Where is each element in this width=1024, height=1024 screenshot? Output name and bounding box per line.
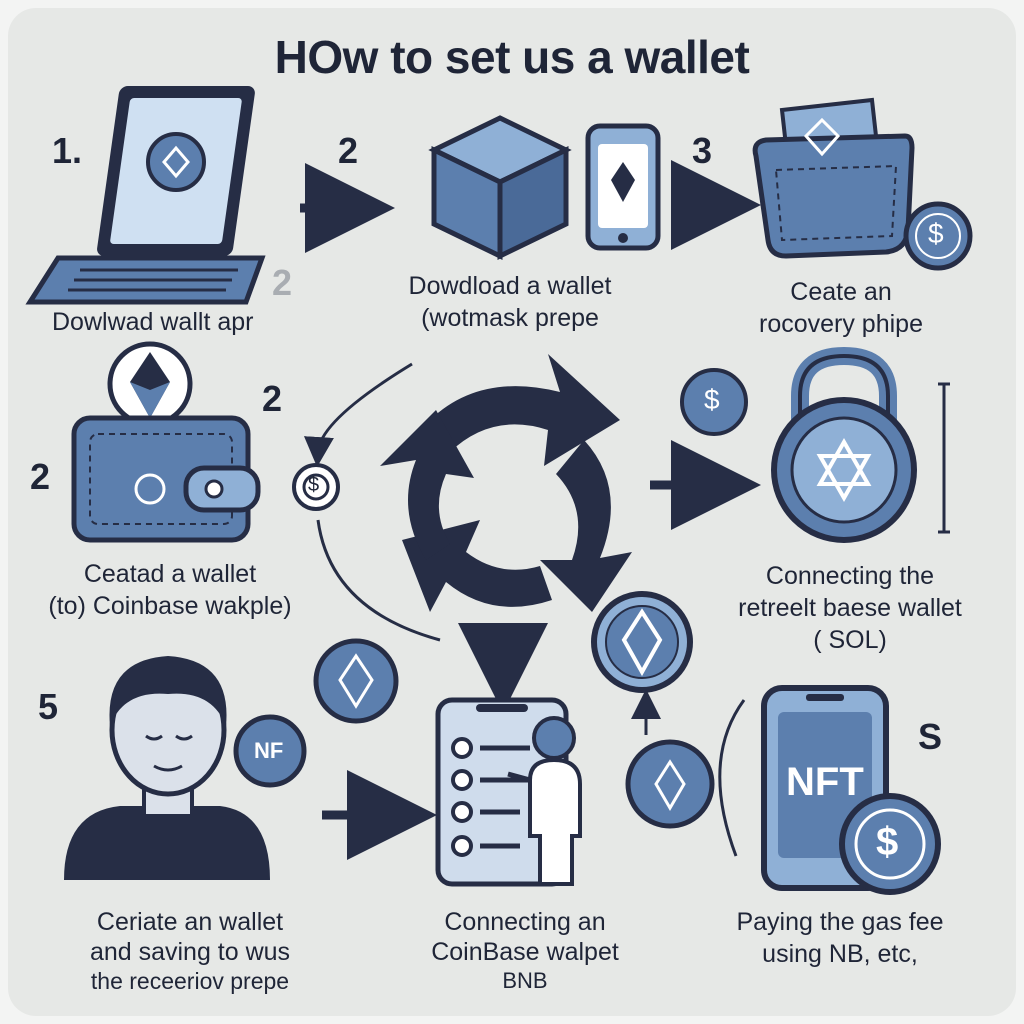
phone-icon xyxy=(585,123,661,251)
person-icon xyxy=(64,656,270,880)
step-number-5: 5 xyxy=(38,686,59,727)
caption-step-7-line1: Ceriate an wallet xyxy=(96,908,284,936)
caption-step-2-line1: Dowdload a wallet xyxy=(408,272,612,300)
caption-step-7-line3: the receeriov prepe xyxy=(90,968,290,994)
nf-coin-icon xyxy=(233,714,307,788)
small-coin-label: $ xyxy=(308,474,320,496)
caption-step-1: Dowlwad wallt apr xyxy=(52,308,254,336)
coin-dollar-label: $ xyxy=(704,384,720,415)
caption-step-6-line1: Connecting the xyxy=(765,562,935,590)
refresh-cycle-icon xyxy=(380,354,632,612)
ethereum-coin-icon xyxy=(107,341,193,427)
wallet-icon xyxy=(71,415,261,543)
dollar-coin-icon xyxy=(680,368,748,436)
dollar-coin-icon xyxy=(839,793,941,895)
caption-step-8-line3: BNB xyxy=(502,968,548,993)
checklist-phone-icon xyxy=(435,697,582,887)
step-number-s: S xyxy=(918,716,943,757)
caption-step-7-line2: and saving to wus xyxy=(89,938,291,966)
caption-step-3-line2: rocovery phipe xyxy=(759,310,923,338)
coin-dollar-label: $ xyxy=(876,820,899,864)
wallet-icon xyxy=(752,97,915,259)
ethereum-coin-icon xyxy=(591,591,693,693)
caption-step-9-line1: Paying the gas fee xyxy=(736,908,944,936)
step-number-1: 1. xyxy=(52,130,83,171)
caption-step-3-line1: Ceate an xyxy=(790,278,892,306)
nf-coin-label: NF xyxy=(254,738,284,763)
caption-step-2-line2: (wotmask prepe xyxy=(421,304,599,332)
dollar-coin-icon xyxy=(903,201,973,271)
small-coin-icon xyxy=(292,463,340,511)
caption-step-6-line2: retreelt baese wallet xyxy=(738,594,962,622)
laptop-icon xyxy=(25,86,266,305)
padlock-icon xyxy=(771,346,917,543)
caption-step-8-line2: CoinBase walpet xyxy=(431,938,619,966)
caption-step-6-line3: ( SOL) xyxy=(813,626,887,654)
caption-step-4-line2: (to) Coinbase wakple) xyxy=(48,592,292,620)
curve-arrow xyxy=(718,699,746,857)
nft-label: NFT xyxy=(786,760,864,804)
step-number-2b: 2 xyxy=(262,378,283,419)
caption-step-4-line1: Ceatad a wallet xyxy=(83,560,257,588)
step-number-2: 2 xyxy=(338,130,359,171)
step-number-3: 3 xyxy=(692,130,713,171)
step-number-faint: 2 xyxy=(272,262,293,303)
ethereum-coin-icon xyxy=(625,739,715,829)
step-number-2c: 2 xyxy=(30,456,51,497)
coin-dollar-label: $ xyxy=(928,218,944,249)
cycle-arrows xyxy=(303,362,441,642)
caption-step-8-line1: Connecting an xyxy=(444,908,606,936)
ethereum-coin-icon xyxy=(313,638,399,724)
cube-icon xyxy=(428,115,572,260)
caption-step-9-line2: using NB, etc, xyxy=(762,940,918,968)
height-marker xyxy=(938,382,950,534)
page-title: HOw to set us a wallet xyxy=(274,31,750,83)
